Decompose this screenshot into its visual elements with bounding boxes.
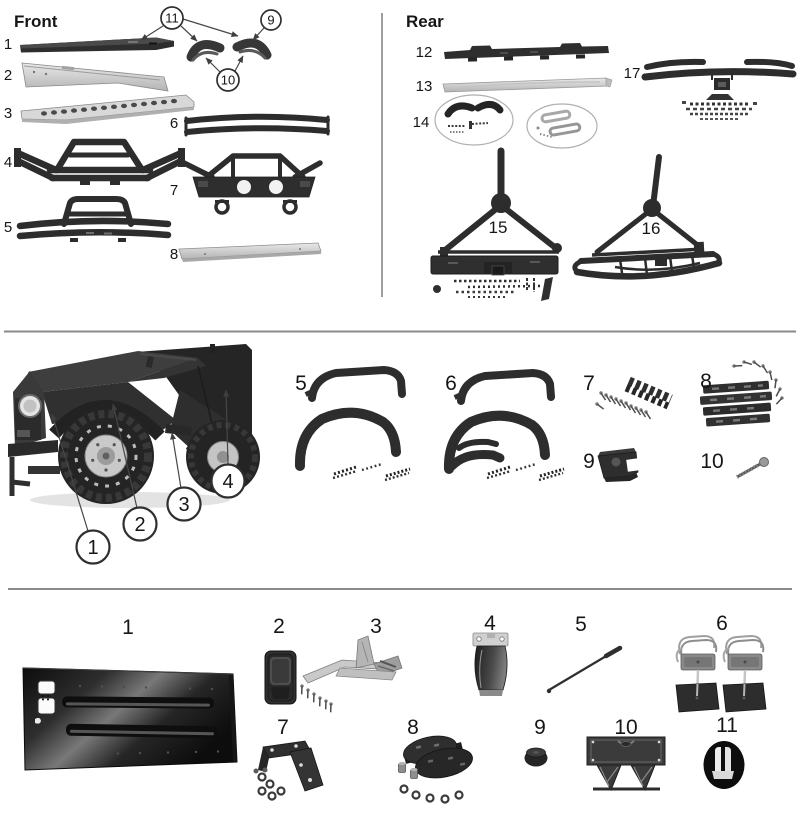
front-part-1-drawing: [20, 37, 174, 53]
tailgate-part-2-drawing: [264, 650, 297, 705]
flare-part-9-drawing: [597, 448, 641, 482]
rear-part-17-drawing: [641, 58, 797, 120]
front-part-2-drawing: [21, 62, 169, 92]
jeep-callout-3: 3: [166, 486, 202, 522]
tailgate-part-4-number: 4: [484, 612, 496, 635]
front-callout-9: 9: [260, 9, 282, 31]
front-callout-11-number: 11: [165, 11, 179, 26]
jeep-callout-4: 4: [210, 463, 246, 499]
flare-part-10-drawing: [736, 457, 769, 479]
jeep-illustration: [8, 344, 260, 508]
flare-part-6-drawing: [443, 369, 565, 482]
rear-part-15-drawing: [430, 147, 562, 301]
tailgate-part-1-drawing: [22, 667, 238, 771]
front-part-8-drawing: [178, 242, 322, 262]
front-part-3-drawing: [20, 94, 195, 124]
tailgate-part-10-drawing: [586, 736, 666, 792]
flare-part-10-number: 10: [700, 450, 723, 473]
tailgate-part-2-number: 2: [273, 615, 285, 638]
front-part-5-number: 5: [4, 219, 12, 236]
flare-part-9-number: 9: [583, 450, 595, 473]
front-part-1-number: 1: [4, 36, 12, 53]
front-callout-11: 11: [160, 6, 184, 30]
flare-part-5-number: 5: [295, 372, 307, 395]
front-section-title: Front: [14, 12, 58, 31]
tailgate-part-9-drawing: [524, 747, 548, 767]
rear-part-13-number: 13: [416, 78, 433, 95]
jeep-callout-4-number: 4: [222, 471, 233, 493]
tailgate-part-5-number: 5: [575, 613, 587, 636]
front-part-7-drawing: [181, 153, 323, 215]
front-part-6-drawing: [184, 113, 330, 137]
front-callout-9-number: 9: [267, 13, 274, 28]
tailgate-part-6-number: 6: [716, 612, 728, 635]
flare-part-7-number: 7: [583, 372, 595, 395]
flare-part-8-drawing: [699, 357, 786, 427]
front-callout-lines: [140, 18, 265, 73]
jeep-callout-2: 2: [122, 506, 158, 542]
tailgate-part-5-drawing: [546, 645, 623, 694]
tailgate-part-3-drawing: [295, 635, 403, 714]
rear-part-15-number: 15: [489, 218, 508, 237]
tailgate-part-6-drawing: [674, 634, 768, 714]
flare-part-6-number: 6: [445, 372, 457, 395]
jeep-callout-lines: [51, 389, 230, 532]
tailgate-part-7-number: 7: [277, 716, 289, 739]
rear-part-17-number: 17: [624, 65, 641, 82]
tailgate-part-3-number: 3: [370, 615, 382, 638]
front-part-3-number: 3: [4, 105, 12, 122]
tailgate-part-9-number: 9: [534, 716, 546, 739]
jeep-callout-1: 1: [75, 529, 111, 565]
rear-part-14-number: 14: [413, 114, 430, 131]
tailgate-part-8-drawing: [398, 735, 473, 804]
front-part-7-number: 7: [170, 182, 178, 199]
front-callout-10-number: 10: [221, 73, 235, 88]
rear-part-12-number: 12: [416, 44, 433, 61]
tailgate-part-11-number: 11: [716, 714, 738, 737]
front-part-6-number: 6: [170, 115, 178, 132]
jeep-callout-2-number: 2: [134, 514, 145, 536]
rear-part-16-number: 16: [642, 219, 661, 238]
tailgate-part-8-number: 8: [407, 716, 419, 739]
front-corner-caps-drawing: [186, 38, 272, 62]
rear-part-16-drawing: [572, 154, 723, 280]
front-part-2-number: 2: [4, 67, 12, 84]
front-callout-10: 10: [216, 68, 240, 92]
rear-part-13-drawing: [442, 77, 613, 93]
flare-part-5-drawing: [294, 366, 411, 482]
rear-part-12-drawing: [444, 43, 609, 62]
tailgate-part-1-number: 1: [122, 616, 134, 639]
jeep-callout-1-number: 1: [87, 537, 98, 559]
front-part-8-number: 8: [170, 246, 178, 263]
flare-part-7-drawing: [594, 376, 673, 420]
tailgate-part-11-drawing: [703, 741, 745, 789]
tailgate-part-10-number: 10: [614, 716, 637, 739]
front-part-5-drawing: [16, 196, 172, 242]
rear-section-title: Rear: [406, 12, 444, 31]
front-part-4-drawing: [14, 138, 185, 185]
flare-part-8-number: 8: [700, 370, 712, 393]
tailgate-part-4-drawing: [472, 632, 509, 696]
rear-part-14-drawing: [434, 94, 598, 149]
jeep-callout-3-number: 3: [178, 494, 189, 516]
tailgate-part-7-drawing: [253, 740, 324, 801]
front-part-4-number: 4: [4, 154, 12, 171]
